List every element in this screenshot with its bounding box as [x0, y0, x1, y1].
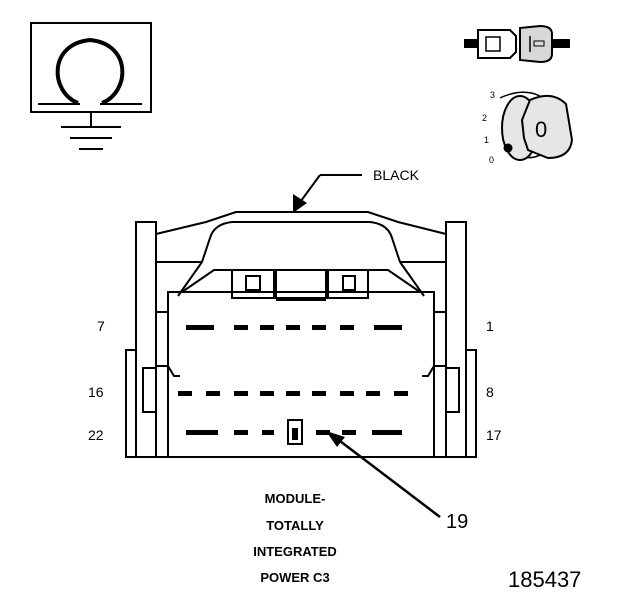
caption-line-4: POWER C3	[260, 570, 329, 585]
key-position-2: 2	[482, 113, 487, 123]
connector-caption: MODULE- TOTALLY INTEGRATED POWER C3	[253, 491, 337, 585]
callout-pin-number: 19	[446, 511, 468, 533]
ohmmeter-icon	[30, 22, 152, 113]
terminal-row-top	[186, 325, 402, 330]
connector-color-label: BLACK	[373, 167, 420, 183]
key-symbol: 0	[535, 117, 547, 142]
caption-line-3: INTEGRATED	[253, 544, 337, 559]
pin-19-callout-arrow	[326, 431, 441, 518]
pin-label-1: 1	[486, 318, 494, 334]
caption-line-2: TOTALLY	[266, 518, 324, 533]
pin-label-17: 17	[486, 427, 502, 443]
figure-number: 185437	[508, 567, 581, 592]
terminal-row-bottom	[186, 419, 402, 445]
pin-label-7: 7	[97, 318, 105, 334]
pin-label-8: 8	[486, 384, 494, 400]
terminal-row-middle	[178, 391, 408, 396]
key-position-1: 1	[484, 135, 489, 145]
ground-icon	[61, 112, 121, 150]
connector-probe-icon	[464, 24, 570, 64]
ignition-key-icon	[499, 91, 574, 161]
color-pointer-arrow	[293, 174, 362, 213]
key-position-0: 0	[489, 155, 494, 165]
caption-line-1: MODULE-	[265, 491, 326, 506]
key-position-3: 3	[490, 90, 495, 100]
pin-label-22: 22	[88, 427, 104, 443]
pin-label-16: 16	[88, 384, 104, 400]
connector-housing	[125, 211, 477, 458]
